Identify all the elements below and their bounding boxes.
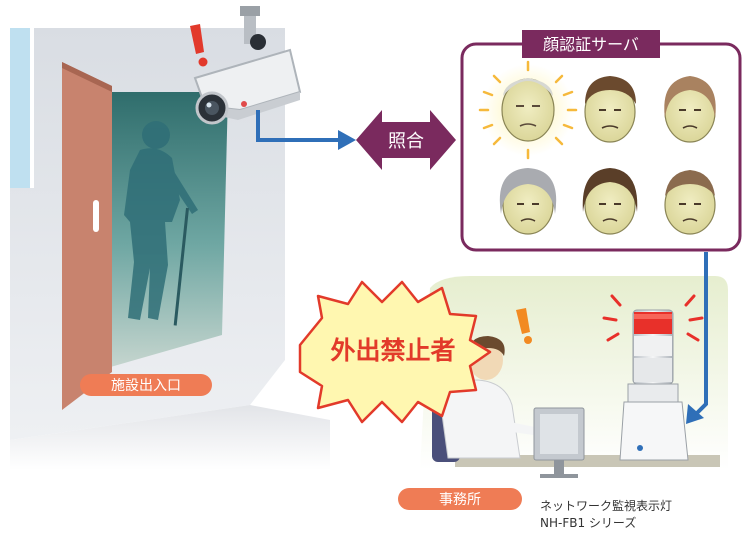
server-to-lamp-line — [694, 252, 708, 416]
entrance-label-pill — [80, 374, 212, 396]
product-name-line1: ネットワーク監視表示灯 — [540, 498, 672, 513]
face-4 — [499, 168, 557, 235]
camera-alert-icon — [190, 24, 208, 67]
matched-face — [478, 60, 578, 160]
door-handle — [93, 200, 99, 232]
computer-monitor — [533, 407, 585, 478]
face-2 — [584, 76, 636, 143]
office-label-pill — [398, 488, 522, 510]
match-arrow: 照合 — [356, 110, 456, 170]
worker-alert-icon — [516, 308, 532, 344]
camera-dome — [250, 34, 266, 50]
face-recognition-server-panel: 顔認証サーバ — [460, 30, 742, 252]
alert-label: 外出禁止者 — [330, 336, 455, 365]
office-label: 事務所 — [439, 492, 481, 508]
product-name-line2: NH-FB1 シリーズ — [540, 515, 636, 530]
entrance-scene: 施設出入口 — [10, 28, 330, 470]
camera-to-match-line — [256, 110, 340, 142]
face-3 — [664, 76, 716, 143]
entrance-label: 施設出入口 — [111, 378, 181, 394]
signal-tower-lamp — [602, 294, 704, 461]
window — [10, 28, 32, 188]
server-title: 顔認証サーバ — [543, 35, 639, 54]
face-6 — [664, 170, 716, 235]
face-5 — [582, 168, 638, 235]
security-camera — [193, 6, 302, 125]
elderly-person-silhouette — [124, 121, 198, 320]
office-scene: 事務所 — [398, 276, 728, 510]
alert-burst: 外出禁止者 — [298, 280, 492, 424]
door-panel — [62, 62, 112, 410]
office-worker — [439, 336, 540, 459]
match-label: 照合 — [388, 131, 424, 152]
walking-cane — [173, 207, 189, 326]
